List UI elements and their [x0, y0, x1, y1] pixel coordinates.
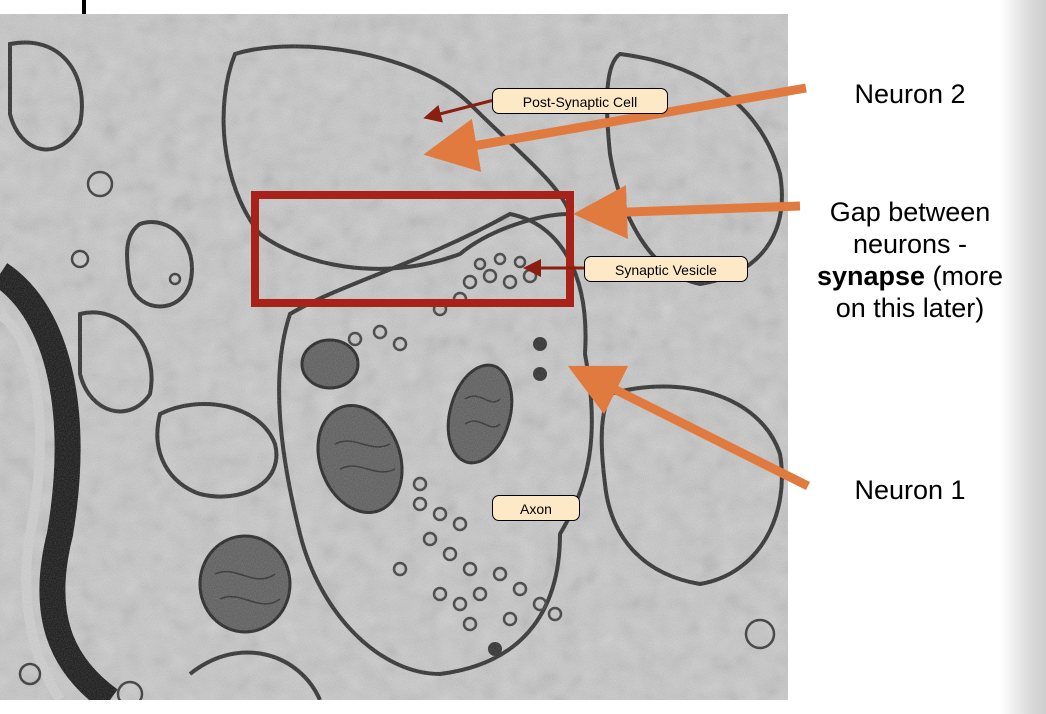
right-edge-shade	[1000, 0, 1046, 714]
slide-edge-mark	[82, 0, 86, 14]
neuron2-arrow	[423, 83, 807, 172]
gap-line-3-rest: (more	[925, 261, 1004, 291]
synapse-term: synapse	[816, 261, 926, 291]
gap-line-2: neurons -	[852, 229, 968, 259]
synaptic-vesicle-label: Synaptic Vesicle	[584, 256, 748, 282]
synapse-highlight-box	[251, 191, 574, 307]
gap-line-1: Gap between	[829, 197, 991, 227]
axon-label: Axon	[492, 495, 580, 521]
neuron1-arrow	[567, 365, 811, 491]
post-synaptic-cell-label: Post-Synaptic Cell	[492, 88, 668, 114]
gap-callout: Gap between neurons - synapse (more on t…	[770, 196, 1046, 324]
gap-arrow	[573, 185, 801, 240]
gap-line-4: on this later)	[835, 293, 985, 323]
slide-top-bar	[0, 0, 100, 14]
neuron1-callout: Neuron 1	[854, 475, 966, 505]
neuron2-callout: Neuron 2	[854, 79, 966, 109]
electron-micrograph	[0, 14, 788, 700]
gap-line-3: synapse (more	[770, 260, 1046, 292]
post-synaptic-small-arrow	[423, 98, 495, 123]
